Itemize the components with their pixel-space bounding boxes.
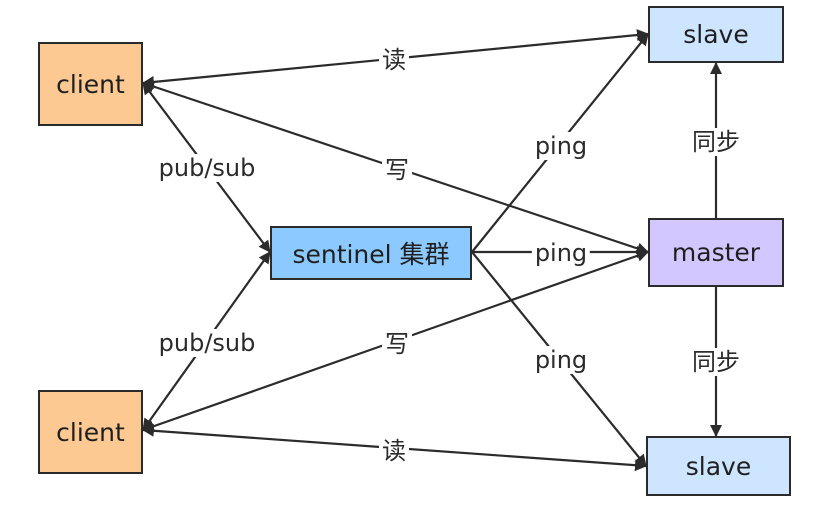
slave-top-node: slave xyxy=(648,6,784,63)
label-write-bottom: 写 xyxy=(382,330,412,358)
client-top-node: client xyxy=(38,42,143,126)
label-pubsub-top: pub/sub xyxy=(155,154,259,182)
label-sync-top: 同步 xyxy=(689,128,743,156)
label-sync-bottom: 同步 xyxy=(689,348,743,376)
client-bottom-node: client xyxy=(38,390,143,474)
slave-bottom-node: slave xyxy=(646,436,791,496)
label-ping-bottom: ping xyxy=(531,346,591,374)
label-write-top: 写 xyxy=(382,156,412,184)
label-ping-top: ping xyxy=(531,132,591,160)
label-pubsub-bottom: pub/sub xyxy=(155,329,259,357)
label-ping-mid: ping xyxy=(531,239,591,267)
master-node: master xyxy=(648,218,784,287)
sentinel-cluster-node: sentinel 集群 xyxy=(270,226,472,280)
label-read-bottom: 读 xyxy=(379,437,409,465)
label-read-top: 读 xyxy=(379,46,409,74)
